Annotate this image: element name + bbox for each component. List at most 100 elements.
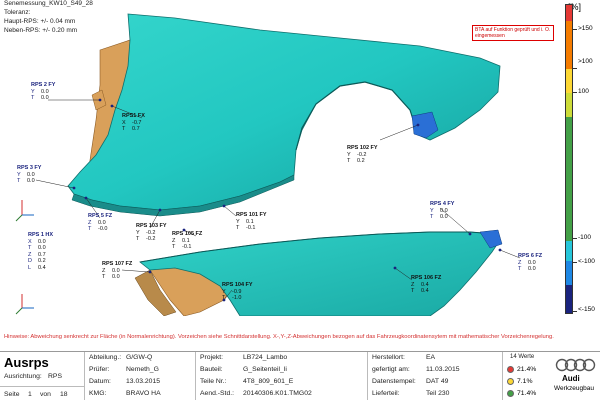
header-tolerance-label: Toleranz: [4, 9, 31, 16]
rps-axis: Y [31, 88, 35, 95]
herstellort-label: Herstellort: [372, 354, 405, 361]
scale-band [566, 261, 572, 285]
rps-axis: Y [17, 171, 21, 178]
rps-value: 0.2 [38, 258, 46, 264]
scale-band [566, 117, 572, 241]
seite-value: 1 [28, 391, 32, 398]
rps-axis: T [236, 225, 240, 231]
rps-value: -0.9 [232, 288, 242, 295]
rps-label-title: RPS 103 FY [136, 223, 167, 229]
divider [0, 386, 84, 387]
scale-band [566, 21, 572, 69]
rps-label-title: RPS 5 FZ [88, 213, 113, 219]
rps-value: -0.7 [132, 119, 142, 126]
logo-text: Audi [562, 374, 580, 383]
rps-label-title: RPS 101 FY [236, 212, 267, 218]
report-footer: Ausrps Ausrichtung: RPS Seite 1 von 18 A… [0, 351, 600, 400]
rps-axis: Y [136, 229, 140, 236]
rps-value: 0.1 [182, 237, 190, 244]
bta-note-box: BTA auf Funktion geprüft und i. O. einge… [472, 25, 554, 41]
header-sub-rps-tolerance: Neben-RPS: +/- 0.20 mm [4, 27, 78, 34]
rps-value: 0.0 [27, 178, 35, 184]
rps-label-title: RPS 106 FZ [411, 275, 442, 281]
projekt-label: Projekt: [200, 354, 224, 361]
divider [367, 352, 368, 400]
header-measurement-name: Senemessung_KW10_S49_28 [4, 0, 93, 7]
stat-value: 71.4% [517, 390, 537, 397]
pruefer-label: Prüfer: [89, 366, 110, 373]
stat-row: 7.1% [507, 377, 533, 386]
divider [502, 352, 503, 400]
scale-tick [573, 29, 577, 30]
part-3d-viewport[interactable] [0, 0, 548, 316]
rps-value: 0.1 [246, 218, 254, 225]
rps-value: 0.0 [528, 259, 536, 266]
rps-axis: T [222, 295, 226, 301]
rps-value: 0.0 [112, 267, 120, 274]
abteilung-value: G/GW-Q [126, 354, 153, 361]
report-title: Ausrps [4, 355, 49, 370]
scale-band [566, 5, 572, 21]
herstellort-value: EA [426, 354, 436, 361]
rps-axis: Z [88, 219, 92, 226]
rps-value: -0.0 [98, 226, 108, 232]
gefertigt-label: gefertigt am: [372, 366, 410, 373]
lower-panel-rear-bracket [479, 229, 503, 249]
rps-value: -0.1 [182, 244, 192, 250]
rps-axis: Y [222, 288, 226, 295]
rps-axis: T [102, 274, 106, 280]
scale-label: <-100 [578, 258, 595, 265]
gefertigt-value: 11.03.2015 [426, 366, 460, 373]
rps-value: 0.0 [440, 207, 448, 214]
datum-value: 13.03.2015 [126, 378, 161, 385]
rps-value: -0.2 [357, 151, 367, 158]
axis-gizmo-top [15, 200, 34, 222]
rps-value: 0.0 [98, 219, 106, 226]
rps-axis: T [136, 236, 140, 242]
rps-axis: T [347, 158, 351, 164]
rps-axis: Y [347, 151, 351, 158]
scale-tick [573, 92, 577, 93]
rps-label-title: RPS 6 FZ [518, 253, 543, 259]
rps-value: -1.0 [232, 295, 242, 301]
pruefer-value: Nemeth_G [126, 366, 159, 373]
header-main-rps-tolerance: Haupt-RPS: +/- 0.04 mm [4, 18, 76, 25]
scale-band [566, 93, 572, 117]
stat-value: 21.4% [517, 366, 537, 373]
bauteil-label: Bauteil: [200, 366, 223, 373]
rps-value: 0.4 [421, 288, 429, 294]
kmg-value: BRAVO HA [126, 390, 161, 397]
projekt-value: LB724_Lambo [243, 354, 288, 361]
audi-rings-logo-icon [555, 358, 596, 372]
rps-value: 0.7 [38, 251, 46, 258]
rps-value: 0.0 [27, 171, 35, 178]
rps-value: -0.2 [146, 229, 156, 236]
scale-band [566, 69, 572, 93]
rps-axis: T [172, 244, 176, 250]
rps-label[interactable]: RPS 104 FY Y-0.9 T-1.0 [222, 282, 253, 302]
scale-band [566, 285, 572, 313]
aendstd-value: 20140306.K01.TMG02 [243, 390, 312, 397]
kmg-label: KMG: [89, 390, 107, 397]
lieferteil-label: Lieferteil: [372, 390, 400, 397]
rps-label[interactable]: RPS 103 FY Y-0.2 T-0.2 [136, 223, 167, 243]
ausrichtung-label: Ausrichtung: [4, 373, 42, 380]
rps-value: 0.4 [38, 264, 46, 271]
rps-value: 0.0 [41, 88, 49, 95]
seite-label: Seite [4, 391, 20, 398]
abteilung-label: Abteilung.: [89, 354, 122, 361]
scale-label: <-150 [578, 306, 595, 313]
aendstd-label: Aend.-Std.: [200, 390, 235, 397]
